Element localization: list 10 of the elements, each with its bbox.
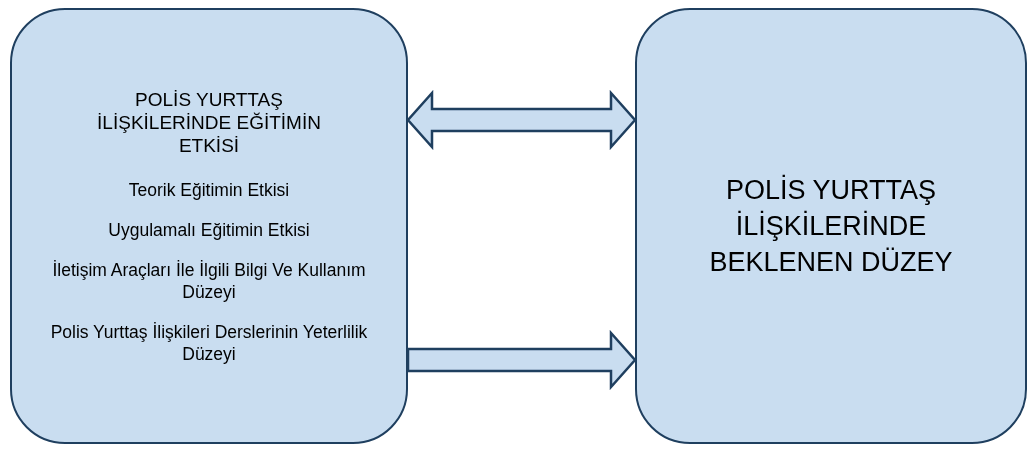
block-arrow	[406, 89, 637, 151]
rounded-box	[635, 8, 1027, 444]
box-heading: POLİS YURTTAŞ İLİŞKİLERİNDE BEKLENEN DÜZEY	[708, 173, 954, 279]
box-item: İletişim Araçları İle İlgili Bilgi Ve Kullanım Düzeyi	[51, 258, 367, 303]
box-item: Polis Yurttaş İlişkileri Derslerinin Yeterlilik Düzeyi	[49, 320, 369, 365]
block-arrow	[406, 329, 637, 391]
box-item: Teorik Eğitimin Etkisi	[128, 178, 290, 201]
rounded-box	[10, 8, 408, 444]
box-heading: POLİS YURTTAŞ İLİŞKİLERİNDE EĞİTİMİN ETKİSİ	[96, 87, 322, 157]
box-item: Uygulamalı Eğitimin Etkisi	[108, 218, 310, 241]
